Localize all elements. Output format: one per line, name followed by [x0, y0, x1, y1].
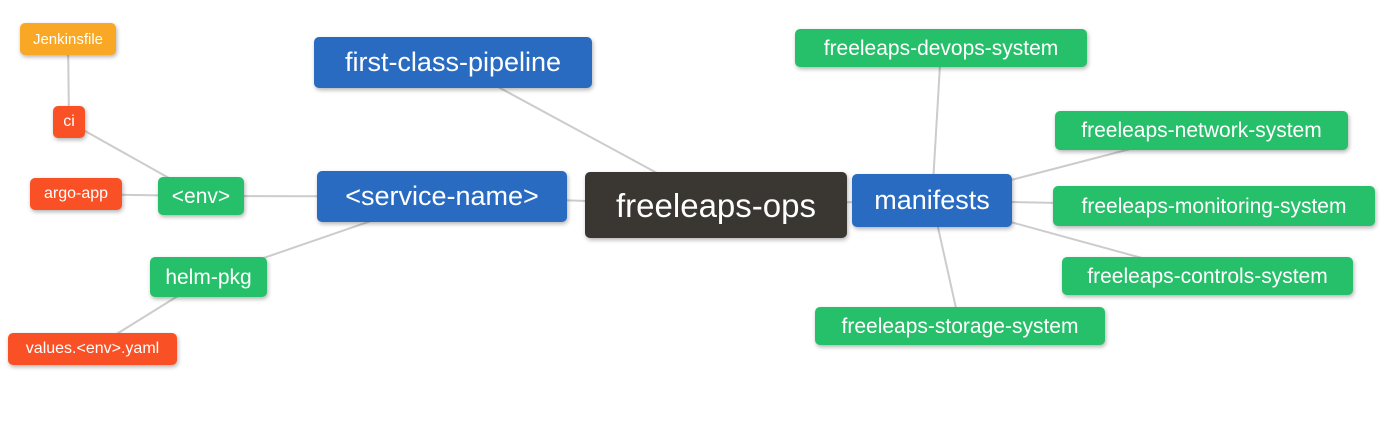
node-freeleaps-controls-system[interactable]: freeleaps-controls-system — [1062, 257, 1353, 295]
node-freeleaps-monitoring-system[interactable]: freeleaps-monitoring-system — [1053, 186, 1375, 226]
node-freeleaps-storage-system[interactable]: freeleaps-storage-system — [815, 307, 1105, 345]
node-label: freeleaps-controls-system — [1087, 264, 1328, 288]
node-label: Jenkinsfile — [32, 30, 104, 48]
node-root[interactable]: freeleaps-ops — [585, 172, 847, 238]
node-manifests[interactable]: manifests — [852, 174, 1012, 227]
node-values-env-yaml[interactable]: values.<env>.yaml — [8, 333, 177, 365]
node-freeleaps-devops-system[interactable]: freeleaps-devops-system — [795, 29, 1087, 67]
node-label: freeleaps-ops — [616, 186, 816, 224]
node-label: <service-name> — [345, 181, 539, 211]
node-helm-pkg[interactable]: helm-pkg — [150, 257, 267, 297]
node-label: manifests — [874, 185, 990, 215]
node-ci[interactable]: ci — [53, 106, 85, 138]
node-service-name[interactable]: <service-name> — [317, 171, 567, 222]
node-label: freeleaps-network-system — [1081, 119, 1322, 142]
node-label: <env> — [171, 184, 231, 208]
node-first-class-pipeline[interactable]: first-class-pipeline — [314, 37, 592, 88]
node-label: freeleaps-monitoring-system — [1081, 194, 1347, 218]
node-label: first-class-pipeline — [344, 47, 562, 77]
node-label: values.<env>.yaml — [25, 340, 160, 357]
node-label: ci — [63, 113, 75, 130]
node-argo-app[interactable]: argo-app — [30, 178, 122, 210]
node-label: freeleaps-storage-system — [841, 314, 1079, 338]
node-label: freeleaps-devops-system — [823, 36, 1059, 60]
node-label: helm-pkg — [165, 265, 252, 289]
node-env[interactable]: <env> — [158, 177, 244, 215]
node-jenkinsfile[interactable]: Jenkinsfile — [20, 23, 116, 55]
node-label: argo-app — [43, 185, 109, 202]
node-freeleaps-network-system[interactable]: freeleaps-network-system — [1055, 111, 1348, 150]
